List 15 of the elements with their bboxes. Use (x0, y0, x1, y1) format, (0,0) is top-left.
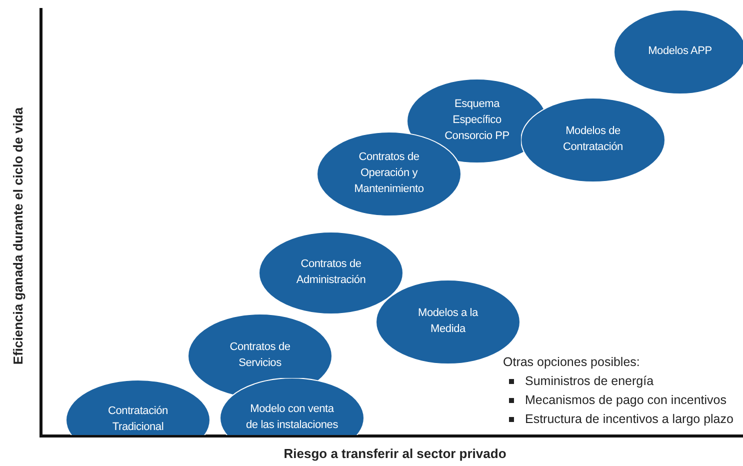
node-label: Contratos de Operación y Mantenimiento (353, 150, 425, 197)
node-label: Esquema Específico Consorcio PP (444, 97, 510, 144)
axis-title: Riesgo a transferir al sector privado (284, 446, 506, 461)
node-label: Modelos de Contratación (562, 124, 624, 155)
node-label: Contratos de Administración (295, 257, 367, 288)
node-label: Modelos a la Medida (417, 306, 480, 337)
node-label: Contratos de Servicios (228, 340, 292, 371)
node-label: Modelo con venta de las instalaciones (246, 402, 338, 433)
node-label: Contratación Tradicional (107, 404, 169, 434)
note-item: Suministros de energía (525, 374, 654, 388)
note-heading: Otras opciones posibles: (503, 355, 640, 369)
note-item: Mecanismos de pago con incentivos (525, 393, 727, 407)
note-item: Estructura de incentivos a largo plazo (525, 412, 734, 426)
axis-title: Eficiencia ganada durante el ciclo de vida (10, 107, 26, 365)
node-label: Modelos APP (648, 44, 712, 60)
